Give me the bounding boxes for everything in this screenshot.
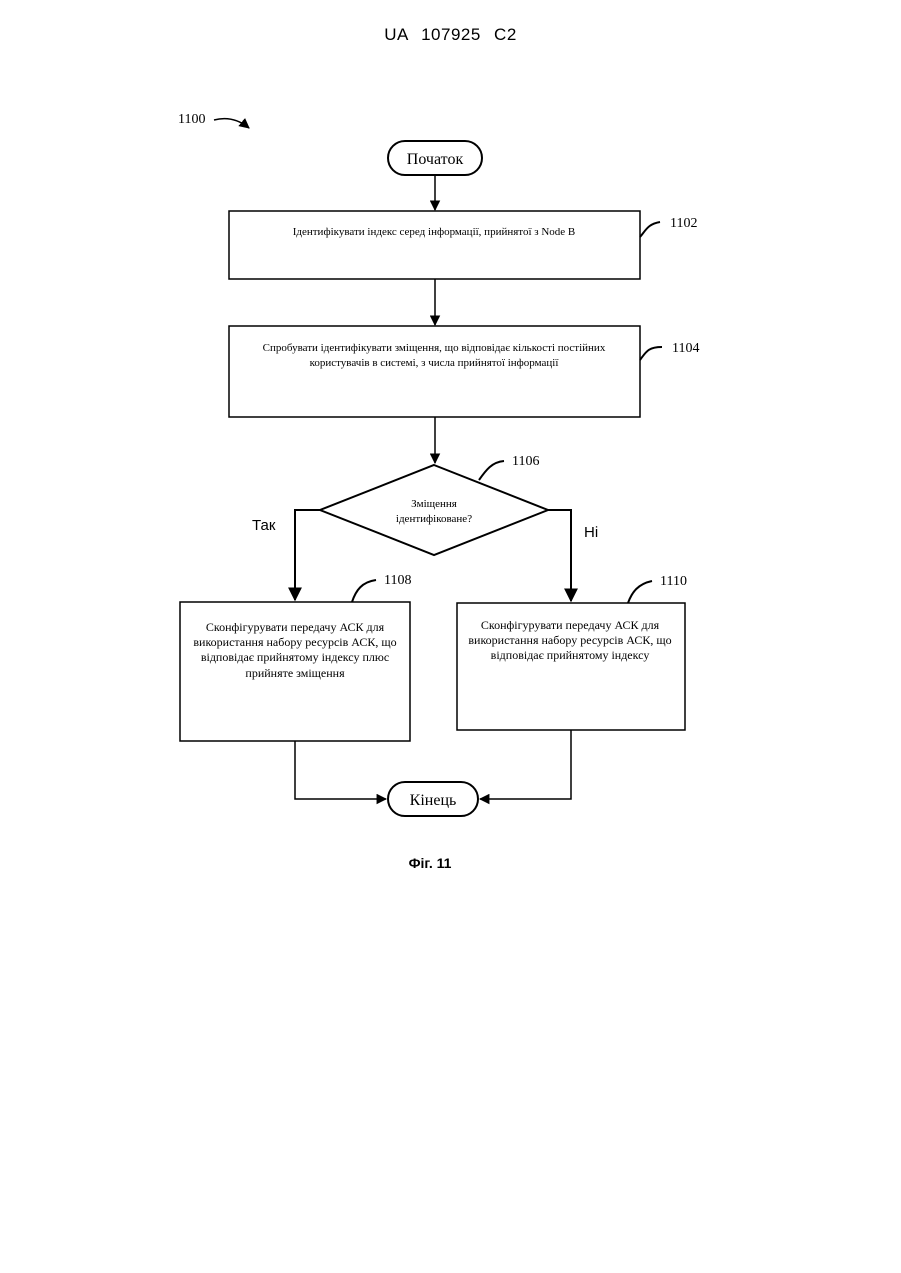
arrow-no-branch (548, 510, 571, 601)
step-1108-text-line3: відповідає прийнятому індексу плюс (201, 650, 389, 664)
step-1110-text-line1: Сконфігурувати передачу АСК для (481, 618, 660, 632)
end-label: Кінець (410, 792, 457, 809)
ref-leader-1108 (352, 580, 376, 602)
ref-label-1108: 1108 (384, 573, 411, 588)
ref-label-1110: 1110 (660, 574, 687, 589)
step-1102-text: Ідентифікувати індекс серед інформації, … (293, 226, 576, 238)
figure-ref-label: 1100 (178, 112, 205, 127)
ref-label-1106: 1106 (512, 454, 539, 469)
yes-label: Так (252, 517, 276, 534)
ref-label-1102: 1102 (670, 216, 697, 231)
step-box-1104 (229, 326, 640, 417)
ref-leader-1110 (628, 581, 652, 603)
start-label: Початок (407, 151, 464, 168)
step-1108-text-line4: прийняте зміщення (245, 666, 345, 680)
step-1110-text-line2: використання набору ресурсів АСК, що (468, 633, 671, 647)
step-1104-text-line2: користувачів в системі, з числа прийнято… (310, 357, 560, 369)
arrow-1110-to-end (480, 730, 571, 799)
step-1104-text-line1: Спробувати ідентифікувати зміщення, що в… (263, 342, 606, 354)
decision-diamond-1106 (320, 465, 548, 555)
ref-label-1104: 1104 (672, 341, 699, 356)
figure-ref-arrow (214, 119, 249, 128)
step-1108-text-line2: використання набору ресурсів АСК, що (193, 635, 396, 649)
arrow-yes-branch (295, 510, 320, 600)
ref-leader-1102 (640, 222, 660, 237)
arrow-1108-to-end (295, 741, 386, 799)
no-label: Ні (584, 524, 598, 541)
step-box-1102 (229, 211, 640, 279)
ref-leader-1104 (640, 347, 662, 360)
decision-text-line1: Зміщення (411, 498, 457, 510)
step-1108-text-line1: Сконфігурувати передачу АСК для (206, 620, 385, 634)
ref-leader-1106 (479, 461, 504, 480)
decision-text-line2: ідентифіковане? (396, 513, 472, 525)
figure-caption: Фіг. 11 (409, 855, 452, 871)
step-1110-text-line3: відповідає прийнятому індексу (491, 648, 650, 662)
